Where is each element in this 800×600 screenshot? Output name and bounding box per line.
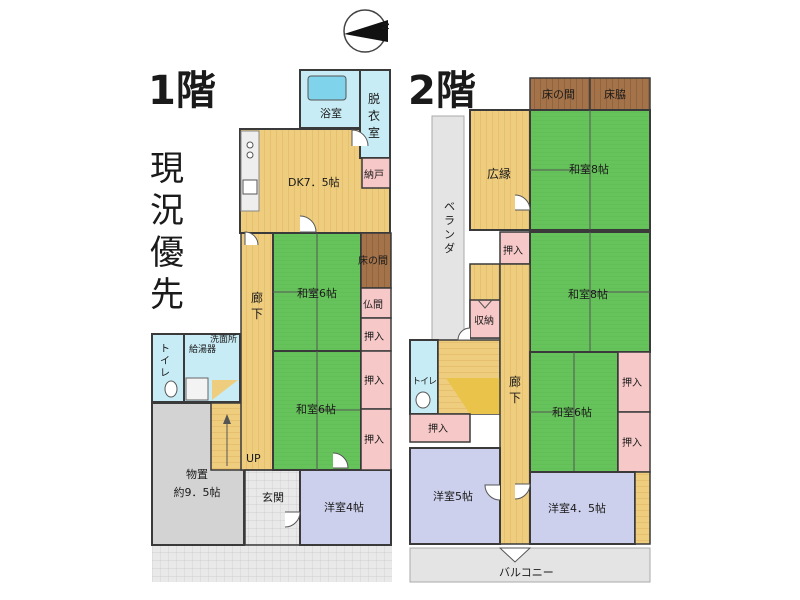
f2-washitsu-a-label: 和室8帖 <box>569 162 609 176</box>
f1-up-label: UP <box>246 452 261 465</box>
f2-toilet-label-2: イ <box>420 377 429 387</box>
f2-veranda-label-1: ベ <box>444 200 455 213</box>
note-char-3: 優 <box>150 233 184 273</box>
f2-oshiire-a-label: 押入 <box>503 244 523 257</box>
f2-veranda-label-2: ラ <box>444 214 455 227</box>
f1-toilet-bowl-icon <box>164 380 178 398</box>
f1-toilet-label-2: イ <box>160 356 170 367</box>
f1-water-heater-label: 給湯器 <box>189 343 216 355</box>
f1-washroom-label: 洗面所 <box>210 333 237 345</box>
floor2-plan: ベ ラ ン ダ 床の間 床脇 広縁 和室8帖 押入 収納 和室8帖 ト イ レ <box>409 77 651 583</box>
f2-hallway-label-2: 下 <box>509 391 521 405</box>
f2-oshiire-c <box>617 351 651 413</box>
f2-western-b <box>529 471 636 545</box>
f1-toilet-label-3: レ <box>160 368 170 379</box>
f2-western-b-closet <box>634 471 651 545</box>
compass-needle-icon <box>344 20 388 42</box>
f2-toko-label: 床の間 <box>542 87 575 101</box>
f1-dressing-label-3: 室 <box>368 125 380 140</box>
note-char-1: 現 <box>150 149 184 189</box>
f1-door-swing-3 <box>244 231 259 246</box>
f1-storage-label-1: 物置 <box>186 467 208 481</box>
f2-tokowaki-label: 床脇 <box>604 87 626 101</box>
f1-dressing-label-1: 脱 <box>368 91 380 106</box>
f2-washitsu-b-label: 和室8帖 <box>568 287 608 301</box>
f1-stairs-arrow-icon <box>223 414 231 424</box>
f1-sink-icon <box>185 377 209 401</box>
f2-toilet-bowl-icon <box>415 391 431 409</box>
f2-door-swing-2 <box>457 327 471 341</box>
f2-door-swing-4 <box>484 484 501 501</box>
floor1-plan: 物置 約9．5帖 ト イ レ 洗面所 給湯器 廊 下 UP 玄関 洋室4帖 <box>151 69 392 582</box>
f2-veranda-label-3: ン <box>444 228 455 241</box>
f1-toilet-label-1: ト <box>160 344 170 355</box>
f2-hallway-label-1: 廊 <box>509 374 521 389</box>
f1-storage-label-2: 約9．5帖 <box>174 485 221 499</box>
f1-hallway-label-1: 廊 <box>251 290 263 305</box>
f1-kitchen-sink-icon <box>242 179 258 195</box>
f2-balcony-label: バルコニー <box>499 566 554 579</box>
f1-stove-icon <box>246 141 254 149</box>
f2-hiroen-label: 広縁 <box>487 166 511 181</box>
f1-wash-floor <box>212 380 238 400</box>
f2-western-a-label: 洋室5帖 <box>433 489 473 503</box>
f1-oshiire-a <box>360 317 392 352</box>
f2-western-b-label: 洋室4．5帖 <box>548 501 606 515</box>
f1-butsuma-label: 仏間 <box>363 299 383 311</box>
f1-dressing-label-2: 衣 <box>368 108 380 123</box>
f1-door-swing-4 <box>332 452 349 469</box>
f2-oshiire-d-label: 押入 <box>622 436 642 449</box>
f1-door-swing-2 <box>299 215 317 233</box>
f2-shuno-label: 収納 <box>474 314 494 327</box>
f2-oshiire-c-label: 押入 <box>622 376 642 389</box>
f2-door-swing <box>498 547 532 563</box>
f1-toko-label: 床の間 <box>358 254 388 267</box>
f2-western-a <box>409 447 501 545</box>
f2-washitsu-c-label: 和室6帖 <box>552 405 592 419</box>
f1-hallway <box>240 231 274 471</box>
f1-western-label: 洋室4帖 <box>324 500 364 514</box>
f1-oshiire-a-label: 押入 <box>364 330 384 343</box>
f2-door-swing-3 <box>514 483 531 500</box>
f2-oshiire-d <box>617 411 651 473</box>
note-vertical: 現 況 優 先 <box>150 149 184 315</box>
floor1-title: 1階 <box>148 68 216 114</box>
f1-oshiire-c-label: 押入 <box>364 433 384 446</box>
f1-oshiire-b-label: 押入 <box>364 374 384 387</box>
f2-oshiire-b <box>409 413 471 443</box>
f1-door-swing-5 <box>284 511 301 528</box>
f1-genkan-label: 玄関 <box>262 490 284 504</box>
f1-oshiire-b <box>360 350 392 410</box>
compass-north-label: N <box>381 23 392 30</box>
f2-veranda <box>431 115 465 341</box>
note-char-4: 先 <box>150 275 184 315</box>
compass: N <box>343 9 392 53</box>
f2-oshiire-b-label: 押入 <box>428 422 448 435</box>
f2-toilet-label-3: レ <box>428 377 437 387</box>
f1-washitsu-b-label: 和室6帖 <box>296 402 336 416</box>
f2-stairs-landing <box>446 378 500 414</box>
f2-door-swing-5 <box>514 194 531 211</box>
f1-genkan-floor <box>245 470 300 545</box>
f2-oshiire-a <box>499 231 531 265</box>
f2-shuno-door-icon <box>477 299 493 309</box>
f1-stove-icon-2 <box>246 151 254 159</box>
f1-oshiire-c <box>360 408 392 471</box>
f1-bath-label: 浴室 <box>320 106 342 120</box>
f2-veranda-label-4: ダ <box>444 241 455 255</box>
f1-nando <box>361 157 391 189</box>
f1-western <box>299 469 392 546</box>
floor2-title: 2階 <box>408 68 476 114</box>
note-char-2: 況 <box>150 191 184 231</box>
f1-washitsu-a-label: 和室6帖 <box>297 286 337 300</box>
f1-hallway-label-2: 下 <box>251 307 263 321</box>
f1-nando-label: 納戸 <box>364 168 384 181</box>
f1-yard <box>152 545 392 582</box>
f1-bathtub-icon <box>307 75 347 101</box>
f1-dk-label: DK7．5帖 <box>288 176 340 189</box>
f2-toilet-label: ト <box>412 377 421 387</box>
f1-door-swing <box>351 129 369 147</box>
